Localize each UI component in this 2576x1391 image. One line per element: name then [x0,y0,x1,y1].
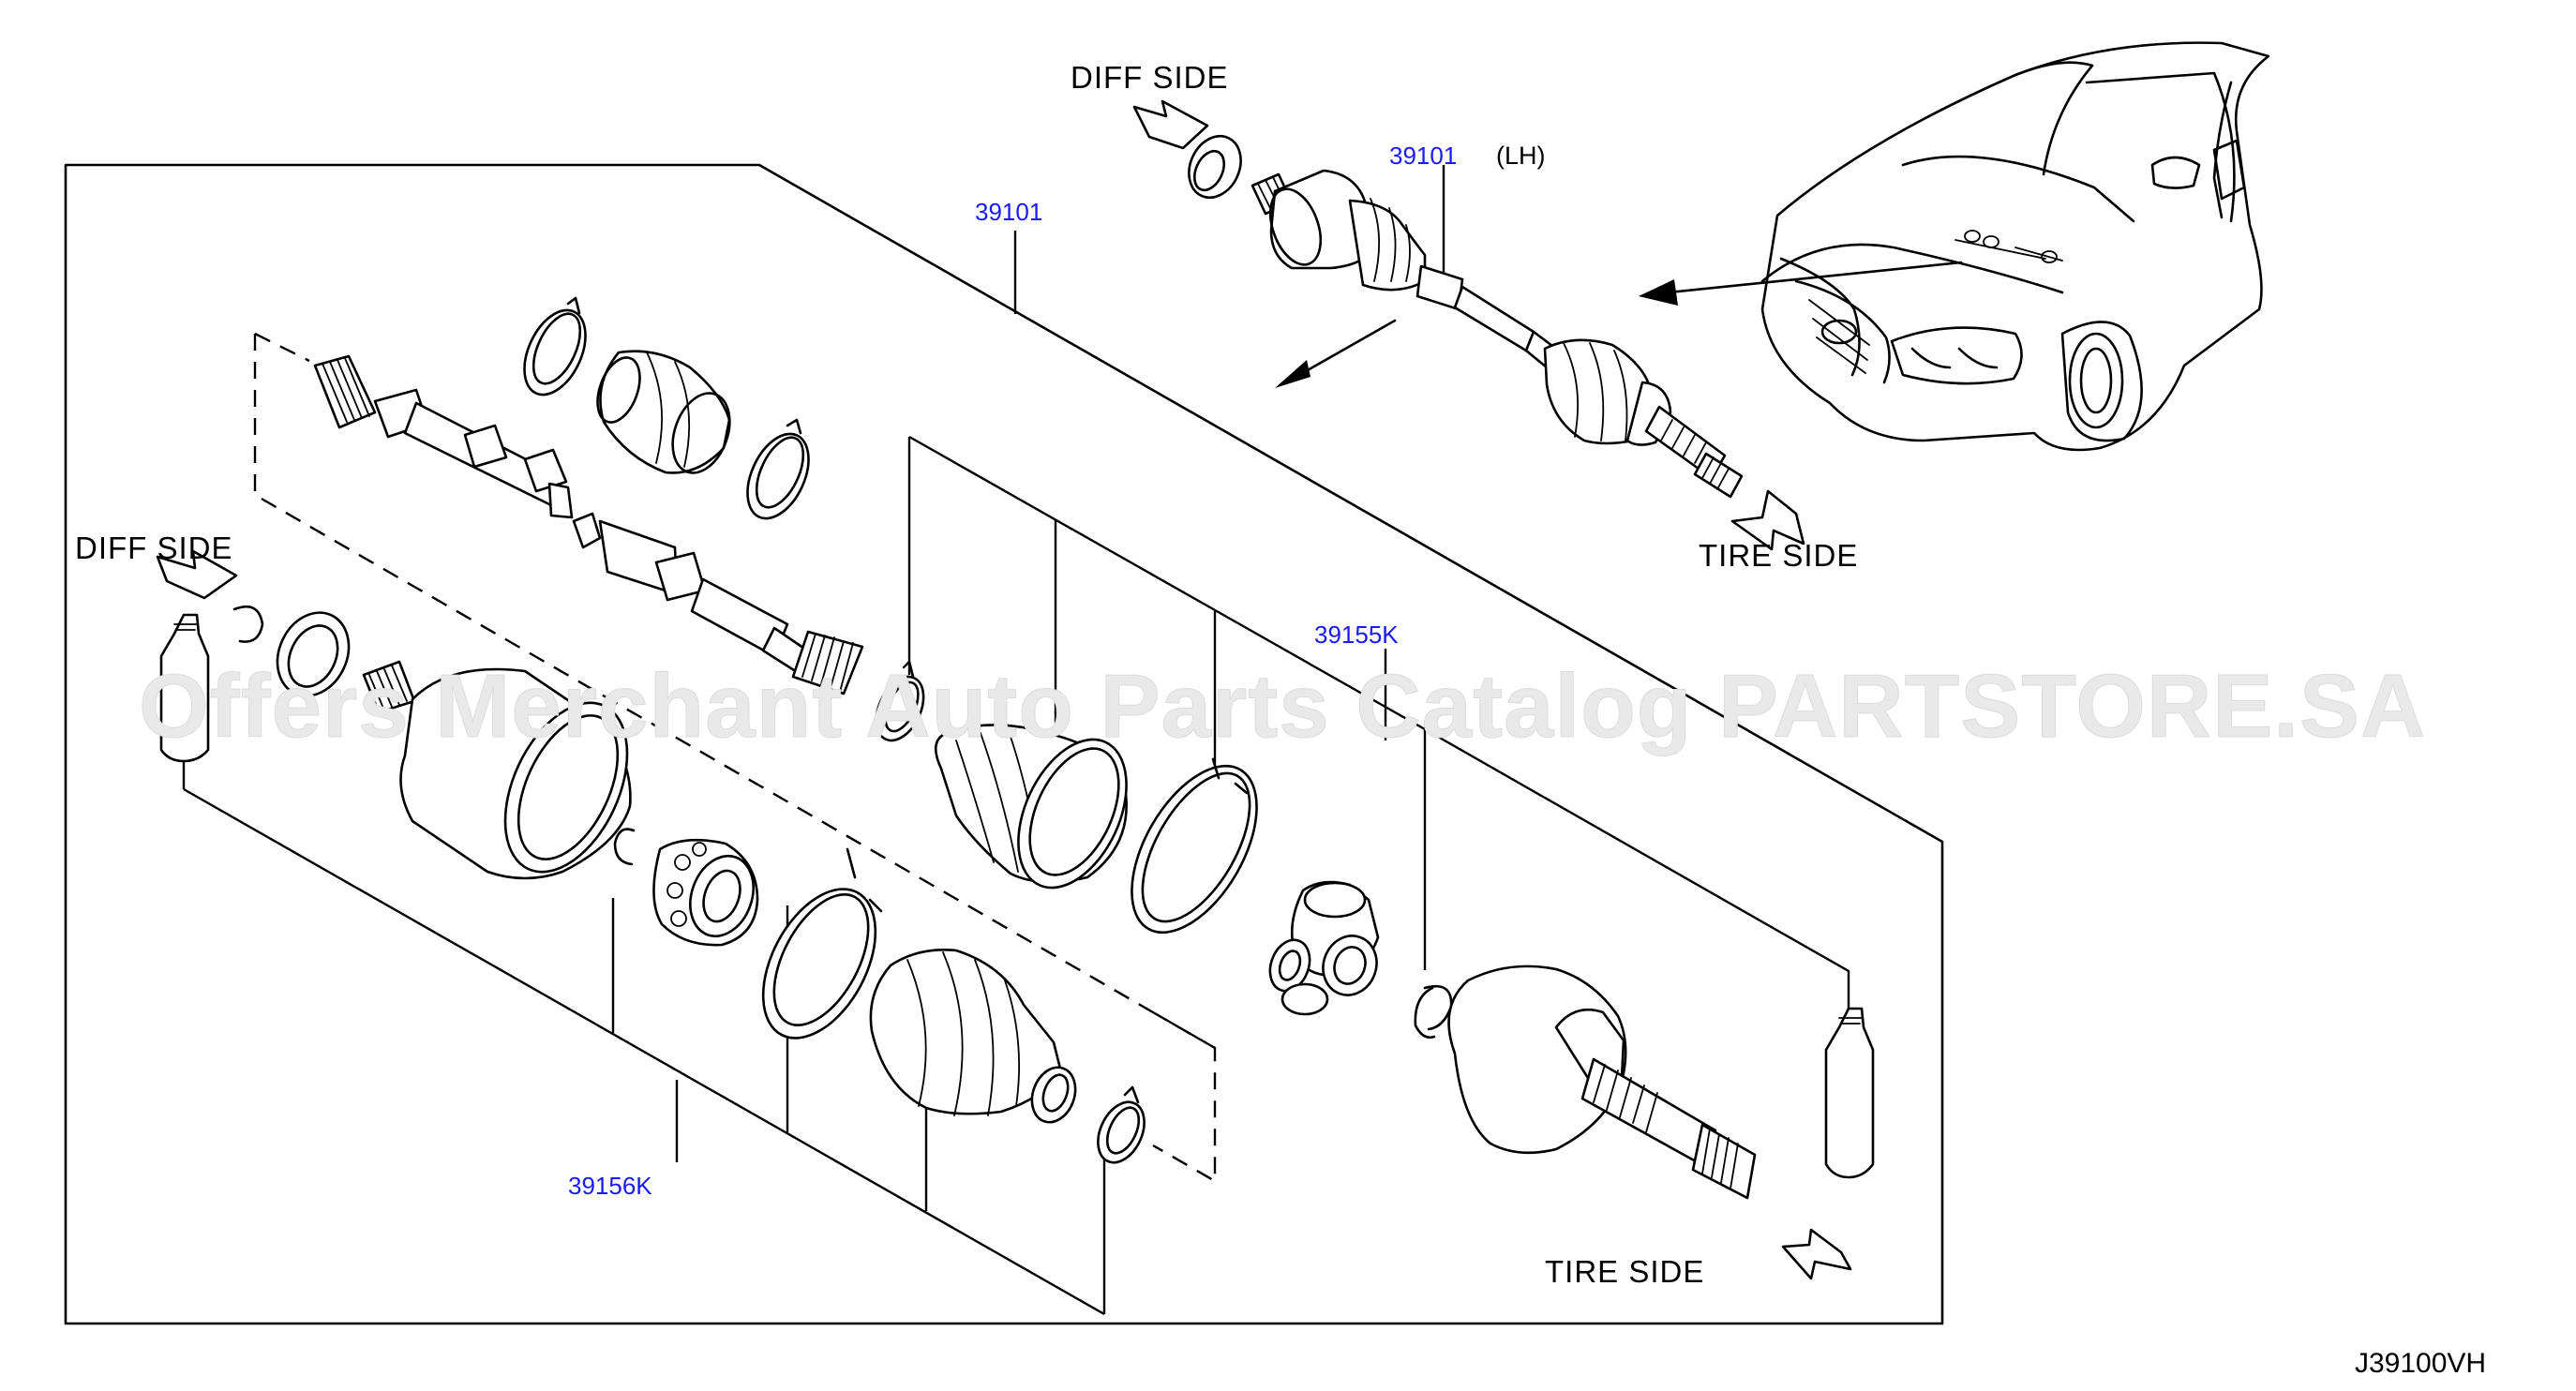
exploded-group-outline [253,332,1217,1184]
leader-lines [182,165,1850,1316]
direction-arrows [156,99,1963,1280]
part-link-39101-main[interactable]: 39101 [975,198,1043,226]
vehicle-illustration [1760,41,2270,452]
diagram-code: J39100VH [2355,1348,2487,1379]
main-exploded-parts [159,296,1875,1200]
part-link-39156k[interactable]: 39156K [568,1172,652,1200]
part-link-39101-inset[interactable]: 39101 [1389,142,1458,170]
tire-side-label-bottom: TIRE SIDE [1545,1254,1705,1289]
part-link-39155k[interactable]: 39155K [1314,621,1399,649]
inset-drive-shaft [1188,134,1744,499]
assembly-frame [64,163,1944,1325]
diff-side-label-top: DIFF SIDE [1071,60,1229,95]
tire-side-label-top: TIRE SIDE [1699,538,1859,573]
lh-label: (LH) [1496,142,1546,170]
diff-side-label-left: DIFF SIDE [75,531,233,565]
